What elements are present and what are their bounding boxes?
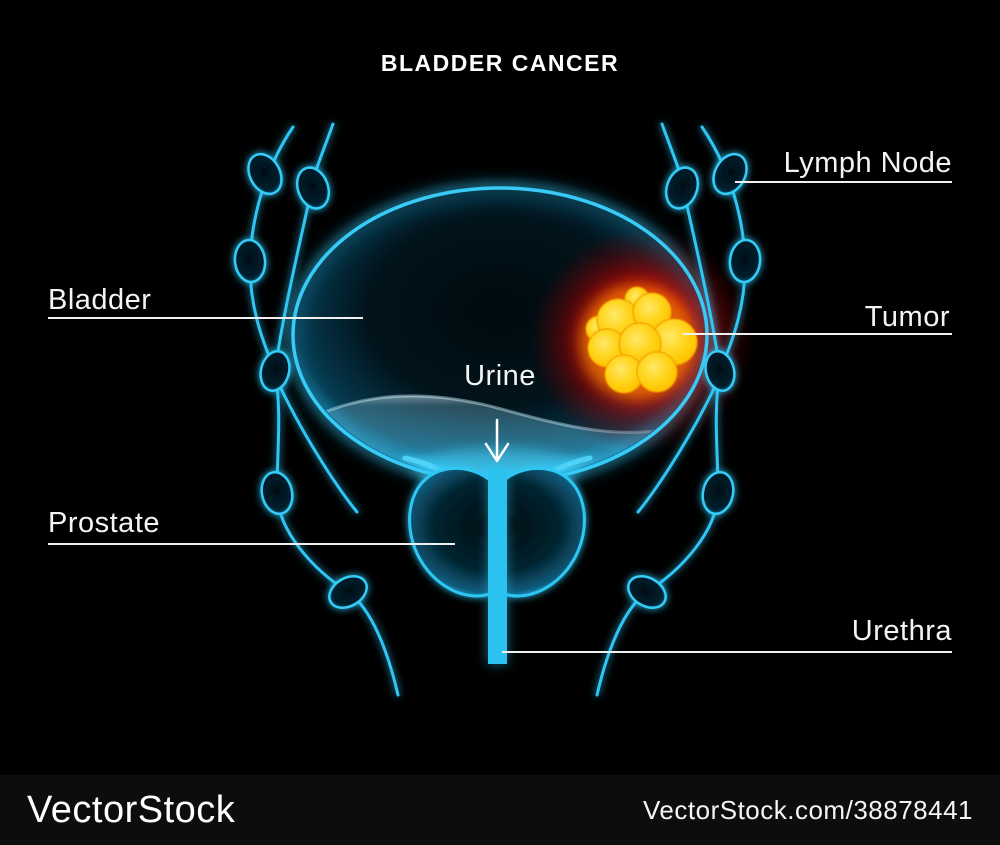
tumor-label: Tumor xyxy=(864,301,950,333)
anatomy-artwork xyxy=(0,0,1000,775)
urethra-label: Urethra xyxy=(851,615,952,647)
vectorstock-logo: VectorStock xyxy=(27,788,236,831)
bladder-leader-line xyxy=(48,317,363,319)
lymph-node-label: Lymph Node xyxy=(783,147,952,179)
vectorstock-credit: VectorStock.com/38878441 xyxy=(643,794,973,825)
bladder-label: Bladder xyxy=(48,284,152,316)
tumor-cluster xyxy=(579,284,698,400)
urine-flow-arrow-icon xyxy=(484,418,510,463)
urine-label: Urine xyxy=(464,360,536,392)
urethra-tube xyxy=(488,468,507,664)
lymph-node-leader-line xyxy=(735,181,952,183)
prostate-label: Prostate xyxy=(48,507,160,539)
page-title: BLADDER CANCER xyxy=(380,50,620,76)
urethra-leader-line xyxy=(502,651,952,653)
tumor-leader-line xyxy=(683,333,952,335)
prostate-leader-line xyxy=(48,543,455,545)
watermark-footer: VectorStock VectorStock.com/38878441 xyxy=(0,775,1000,845)
